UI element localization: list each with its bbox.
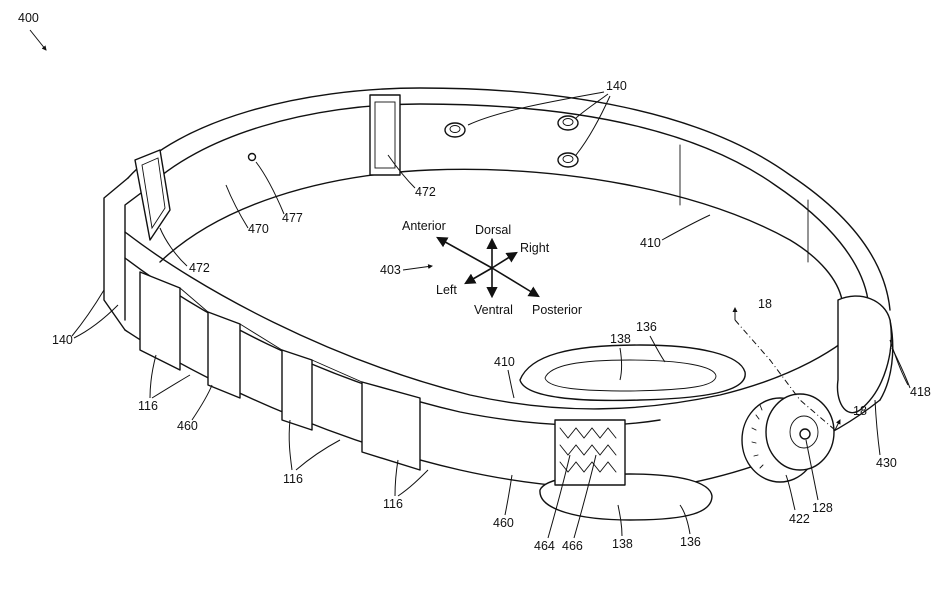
label-430: 430 bbox=[876, 456, 897, 470]
label-128: 128 bbox=[812, 501, 833, 515]
link-segments-116 bbox=[139, 271, 421, 471]
direction-indicator bbox=[436, 236, 540, 299]
direction-right: Right bbox=[520, 241, 550, 255]
slot-472-left bbox=[134, 149, 171, 241]
adjustment-dial bbox=[741, 393, 835, 483]
label-460-front: 460 bbox=[493, 516, 514, 530]
label-18-right: 18 bbox=[853, 404, 867, 418]
section-line-18 bbox=[734, 319, 836, 431]
ref-403-label: 403 bbox=[380, 263, 401, 277]
label-18-top: 18 bbox=[758, 297, 772, 311]
headband-body bbox=[103, 87, 894, 489]
label-140-top: 140 bbox=[606, 79, 627, 93]
label-138-top: 138 bbox=[610, 332, 631, 346]
label-116-a: 116 bbox=[138, 399, 158, 413]
label-472-left: 472 bbox=[189, 261, 210, 275]
label-472-top: 472 bbox=[415, 185, 436, 199]
label-410-right: 410 bbox=[640, 236, 661, 250]
label-140-left: 140 bbox=[52, 333, 73, 347]
direction-dorsal: Dorsal bbox=[475, 223, 511, 237]
figure-number-arrow bbox=[29, 29, 47, 51]
hole-477 bbox=[247, 152, 257, 162]
direction-posterior: Posterior bbox=[532, 303, 582, 317]
direction-anterior: Anterior bbox=[402, 219, 446, 233]
label-464: 464 bbox=[534, 539, 555, 553]
flap-430 bbox=[836, 295, 892, 414]
direction-left: Left bbox=[436, 283, 457, 297]
label-116-b: 116 bbox=[283, 472, 303, 486]
figure-number-label: 400 bbox=[18, 11, 39, 25]
boss-140-a bbox=[444, 122, 466, 138]
label-466: 466 bbox=[562, 539, 583, 553]
adjuster-housing bbox=[519, 344, 746, 521]
slot-472-top bbox=[369, 94, 401, 176]
label-477: 477 bbox=[282, 211, 303, 225]
label-116-c: 116 bbox=[383, 497, 403, 511]
label-422: 422 bbox=[789, 512, 810, 526]
boss-140-c bbox=[557, 152, 579, 168]
label-136-bottom: 136 bbox=[680, 535, 701, 549]
label-418: 418 bbox=[910, 385, 931, 399]
ratchet-rack bbox=[554, 419, 626, 486]
label-138-bottom: 138 bbox=[612, 537, 633, 551]
label-136-top: 136 bbox=[636, 320, 657, 334]
boss-140-b bbox=[557, 115, 579, 131]
label-460-left: 460 bbox=[177, 419, 198, 433]
label-410-front: 410 bbox=[494, 355, 515, 369]
direction-ventral: Ventral bbox=[474, 303, 513, 317]
label-470: 470 bbox=[248, 222, 269, 236]
